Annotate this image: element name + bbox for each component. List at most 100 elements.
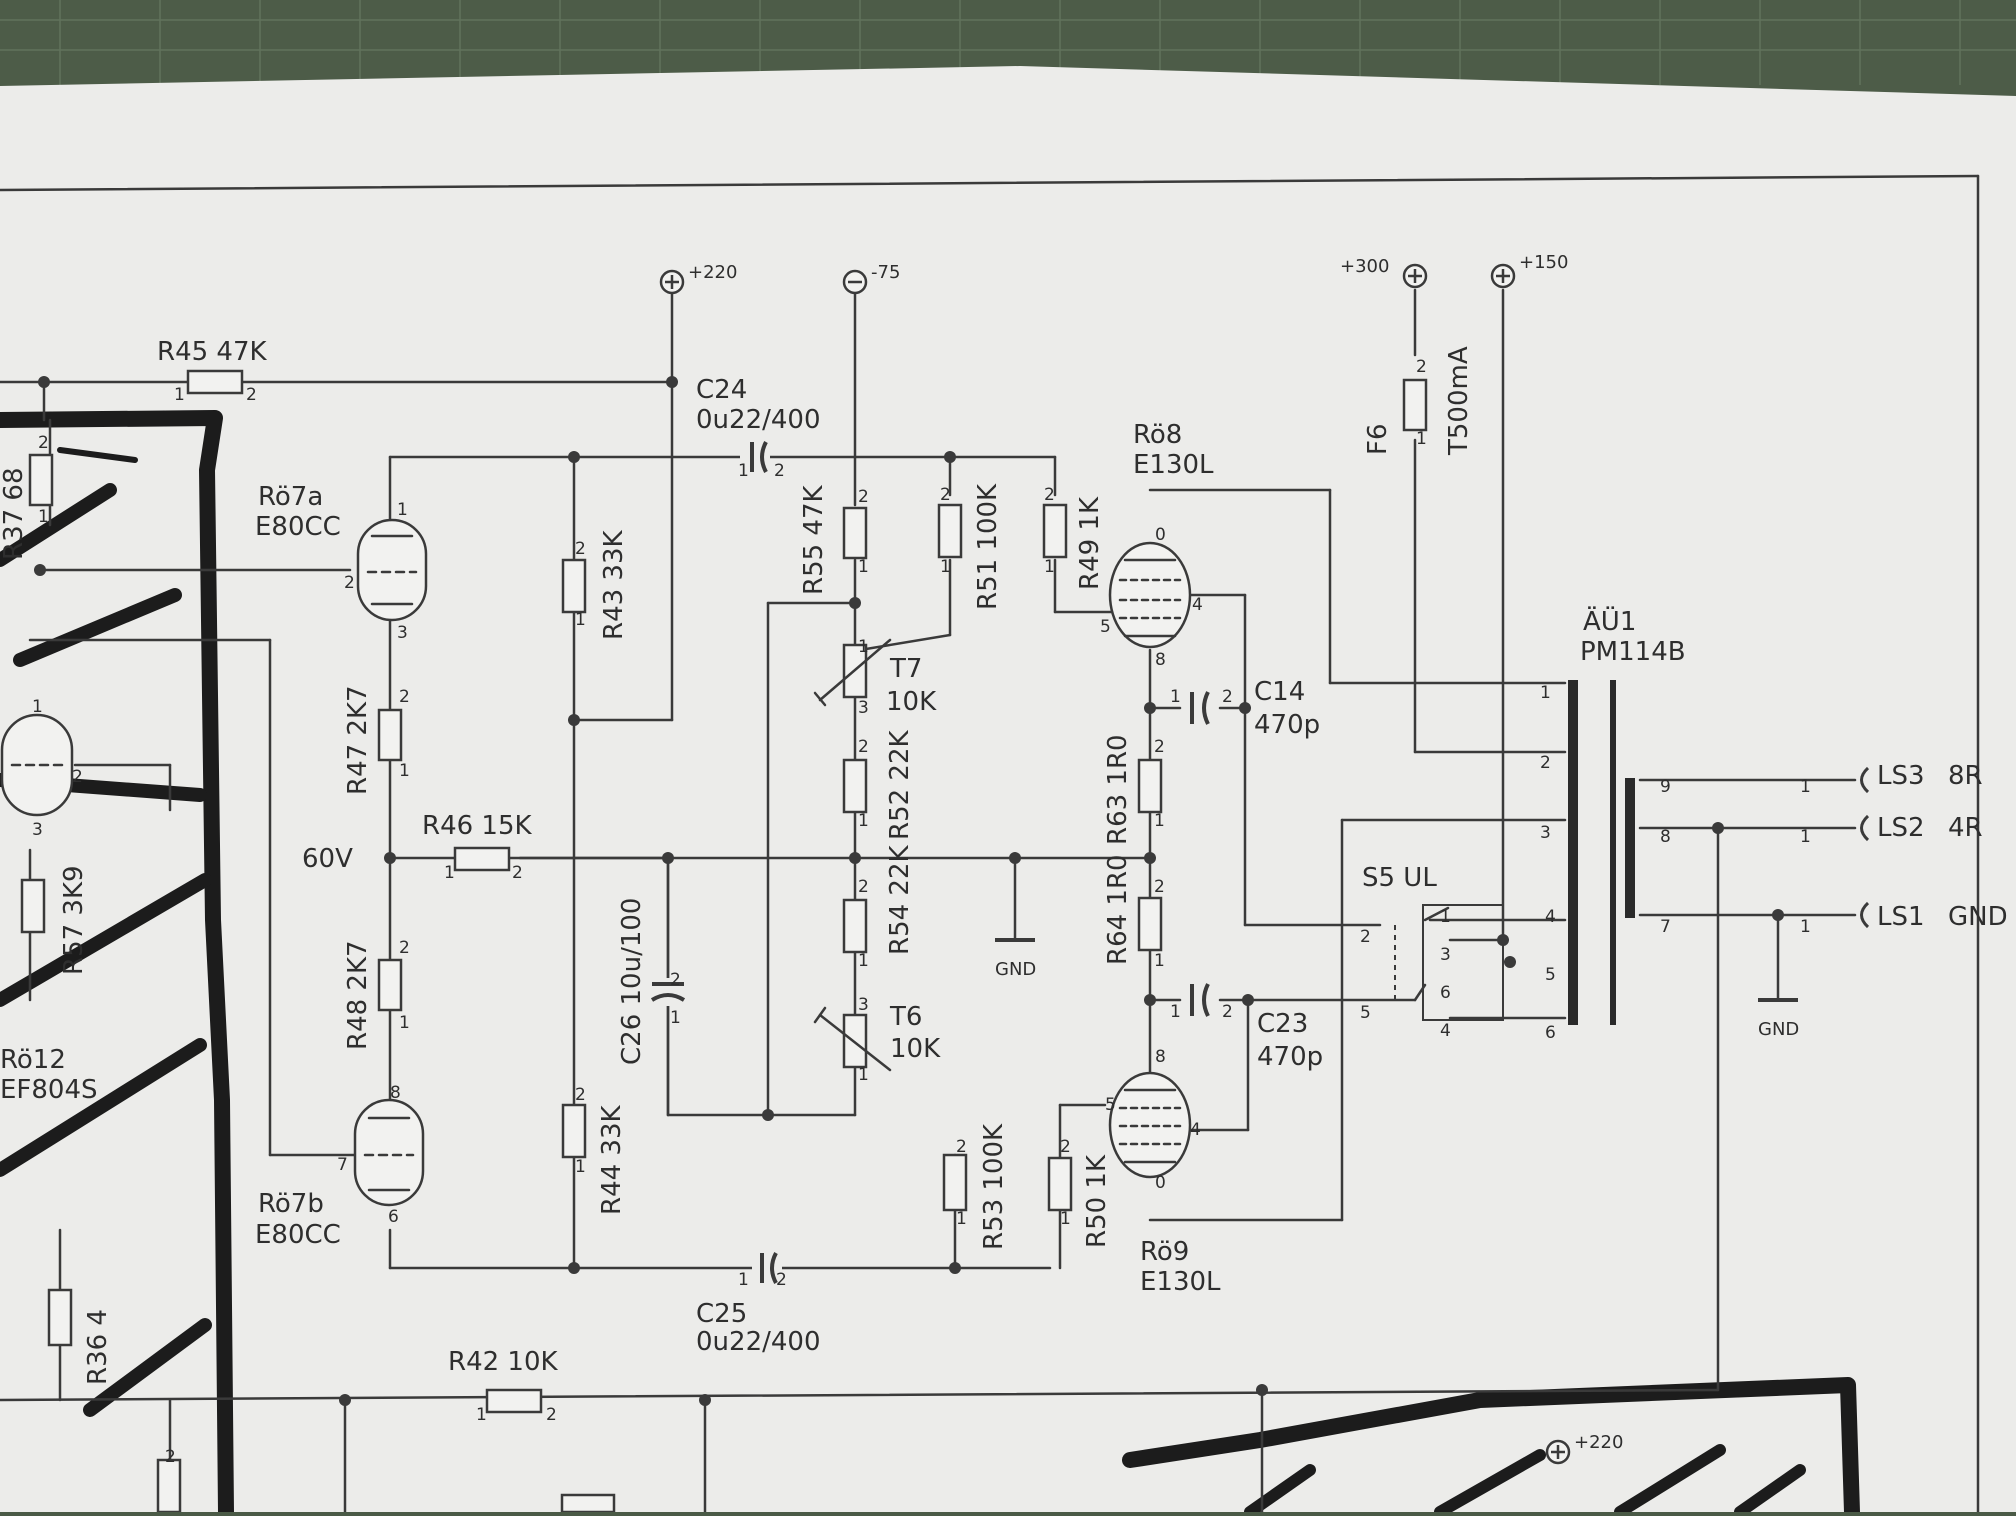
resistor-r47: R47 2K7 <box>343 685 403 795</box>
svg-text:4: 4 <box>1192 595 1203 615</box>
svg-text:1: 1 <box>858 951 869 971</box>
capacitor-value: 470p <box>1254 710 1320 740</box>
svg-text:1: 1 <box>1044 557 1055 577</box>
svg-text:0: 0 <box>1155 1173 1166 1193</box>
svg-text:3: 3 <box>1540 823 1551 843</box>
tube-type: E80CC <box>255 512 341 542</box>
svg-text:0: 0 <box>1155 525 1166 545</box>
capacitor-c24: C24 0u22/400 <box>696 375 821 474</box>
svg-text:6: 6 <box>1440 983 1451 1003</box>
svg-text:1: 1 <box>940 557 951 577</box>
svg-text:7: 7 <box>337 1155 348 1175</box>
svg-text:1: 1 <box>1440 907 1451 927</box>
resistor-r48: R48 2K7 <box>343 940 403 1050</box>
svg-text:1: 1 <box>956 1209 967 1229</box>
svg-text:1: 1 <box>399 761 410 781</box>
trimmer-label: T6 <box>889 1002 922 1032</box>
svg-text:1: 1 <box>858 637 869 657</box>
svg-text:1: 1 <box>738 1270 749 1290</box>
svg-text:2: 2 <box>512 863 523 883</box>
svg-text:2: 2 <box>1222 687 1233 707</box>
tube-label: Rö7a <box>258 482 323 512</box>
svg-text:5: 5 <box>1545 965 1556 985</box>
svg-text:6: 6 <box>1545 1023 1556 1043</box>
rail-label: -75 <box>871 262 900 283</box>
resistor-r49: R49 1K <box>1042 496 1105 590</box>
gnd-symbol-center: GND <box>995 938 1036 980</box>
resistor-r63: R63 1R0 <box>1103 734 1163 845</box>
svg-text:2: 2 <box>1060 1137 1071 1157</box>
svg-text:7: 7 <box>1660 917 1671 937</box>
resistor-label: R63 1R0 <box>1103 734 1133 845</box>
svg-text:1: 1 <box>858 557 869 577</box>
svg-text:2: 2 <box>165 1447 176 1467</box>
resistor-r37: R37 68 <box>0 453 54 561</box>
speaker-name: LS3 <box>1877 761 1925 791</box>
tube-type: E130L <box>1140 1267 1221 1297</box>
resistor-label: R50 1K <box>1082 1154 1112 1248</box>
gnd-label: GND <box>995 959 1036 980</box>
svg-text:1: 1 <box>174 385 185 405</box>
speaker-name: LS1 <box>1877 902 1925 932</box>
speaker-value: 4R <box>1948 813 1983 843</box>
capacitor-label: C14 <box>1254 677 1305 707</box>
node-label-60v: 60V <box>302 844 353 874</box>
svg-text:1: 1 <box>1170 1002 1181 1022</box>
switch-s5: S5 UL <box>1362 863 1504 1021</box>
svg-text:1: 1 <box>1170 687 1181 707</box>
capacitor-value: 0u22/400 <box>696 405 821 435</box>
trimmer-t6: T6 10K <box>813 1002 941 1072</box>
speaker-name: LS2 <box>1877 813 1925 843</box>
tube-type: EF804S <box>0 1075 98 1105</box>
svg-text:1: 1 <box>32 697 43 717</box>
resistor-label: R64 1R0 <box>1103 854 1133 965</box>
resistor-r46: R46 15K <box>422 811 532 872</box>
rail-plus-150: +150 <box>1490 252 1568 289</box>
rail-label: +220 <box>688 262 737 283</box>
svg-text:2: 2 <box>858 877 869 897</box>
resistor-label: R37 68 <box>0 468 29 561</box>
junctions <box>34 376 1784 1406</box>
tube-ro12-partial: Rö12 EF804S <box>0 713 98 1105</box>
svg-text:2: 2 <box>1360 927 1371 947</box>
rail-label: +150 <box>1519 252 1568 273</box>
svg-text:2: 2 <box>1154 737 1165 757</box>
svg-text:2: 2 <box>858 487 869 507</box>
svg-text:3: 3 <box>397 623 408 643</box>
resistor-label: R45 47K <box>157 337 267 367</box>
svg-text:8: 8 <box>390 1083 401 1103</box>
svg-text:2: 2 <box>774 461 785 481</box>
trimmer-value: 10K <box>886 687 937 717</box>
tube-label: Rö8 <box>1133 420 1182 450</box>
svg-text:3: 3 <box>858 995 869 1015</box>
svg-text:8: 8 <box>1155 1047 1166 1067</box>
tube-label: Rö7b <box>258 1189 324 1219</box>
svg-text:1: 1 <box>1060 1209 1071 1229</box>
svg-text:2: 2 <box>1044 485 1055 505</box>
svg-text:2: 2 <box>399 687 410 707</box>
trimmer-t7: T7 10K <box>813 638 937 717</box>
svg-text:1: 1 <box>1154 811 1165 831</box>
tube-ro7b: Rö7b E80CC <box>255 1098 425 1250</box>
rail-plus-220: +220 <box>659 262 737 295</box>
transformer-type: PM114B <box>1580 637 1686 667</box>
speaker-value: GND <box>1948 902 2008 932</box>
resistor-label: R51 100K <box>973 483 1003 610</box>
resistor-r44: R44 33K <box>561 1103 627 1215</box>
svg-text:1: 1 <box>575 610 586 630</box>
svg-text:2: 2 <box>940 485 951 505</box>
rail-plus-220-bottom: +220 <box>1545 1432 1623 1465</box>
rail-label: +300 <box>1340 256 1389 277</box>
tube-label: Rö12 <box>0 1045 66 1075</box>
trimmer-label: T7 <box>889 654 922 684</box>
svg-text:1: 1 <box>1800 827 1811 847</box>
resistor-partial <box>156 1458 182 1514</box>
svg-text:2: 2 <box>575 1085 586 1105</box>
tube-ro7a: Rö7a E80CC <box>255 482 428 622</box>
capacitor-value: 470p <box>1257 1042 1323 1072</box>
svg-text:6: 6 <box>388 1207 399 1227</box>
rail-minus-75: -75 <box>842 262 900 295</box>
